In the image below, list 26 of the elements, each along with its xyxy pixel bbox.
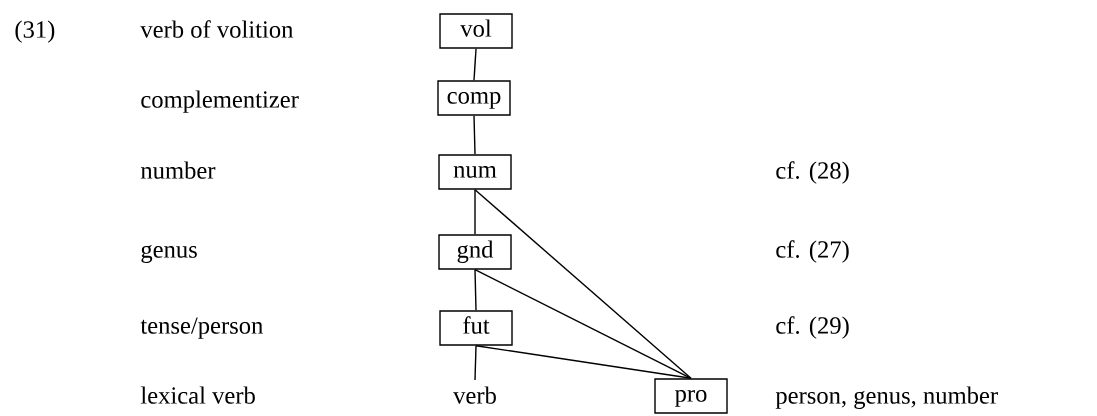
tag-box: fut <box>439 310 513 346</box>
row-label: complementizer <box>141 90 299 113</box>
connector-line <box>473 48 477 81</box>
row-label: cf. (28) <box>776 161 849 184</box>
connector-line <box>474 189 692 379</box>
tag-box: gnd <box>438 234 512 270</box>
row-label: cf. (27) <box>776 240 849 263</box>
node-text: verb <box>453 386 496 404</box>
row-label: verb of volition <box>140 20 294 38</box>
tag-box: pro <box>654 378 728 414</box>
connector-line <box>474 269 477 311</box>
row-label: number <box>140 161 216 179</box>
row-label: tense/person <box>140 317 263 339</box>
row-label: person, genus, number <box>775 386 998 409</box>
example-number: (31) <box>15 20 55 43</box>
row-label: lexical verb <box>140 386 255 404</box>
row-label: cf. (29) <box>776 316 849 339</box>
row-label: genus <box>141 245 197 263</box>
tag-box: comp <box>437 80 511 116</box>
connector-line <box>473 115 476 155</box>
connector-line <box>474 189 476 235</box>
connector-line <box>475 345 692 379</box>
connector-line <box>474 345 477 381</box>
connector-line <box>474 269 692 379</box>
tag-box: vol <box>439 13 513 49</box>
tag-box: num <box>438 154 512 190</box>
